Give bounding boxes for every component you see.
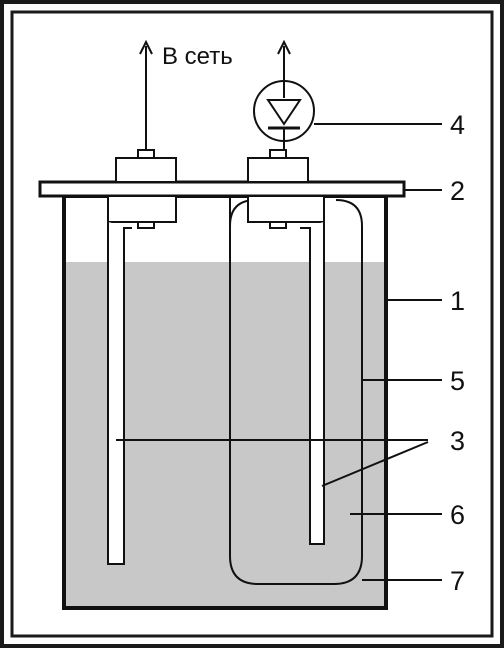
label-4: 4 bbox=[450, 110, 465, 140]
right-electrode-3 bbox=[300, 222, 325, 545]
label-2: 2 bbox=[450, 176, 465, 206]
left-plug-nub bbox=[137, 221, 155, 229]
lid-2 bbox=[38, 180, 406, 198]
membrane-5 bbox=[229, 196, 363, 585]
label-5: 5 bbox=[450, 366, 465, 396]
label-1: 1 bbox=[450, 286, 465, 316]
left-plug bbox=[115, 157, 177, 183]
right-plug-nub bbox=[269, 221, 287, 229]
right-plug-under bbox=[247, 195, 325, 223]
right-arrow-up-icon bbox=[277, 39, 291, 55]
label-6: 6 bbox=[450, 500, 465, 530]
left-electrode-3 bbox=[107, 222, 132, 565]
leader-3b bbox=[321, 441, 429, 487]
right-plug bbox=[247, 157, 309, 183]
label-7: 7 bbox=[450, 566, 465, 596]
right-plug-pin bbox=[269, 149, 287, 159]
left-plug-under bbox=[107, 195, 177, 223]
left-arrow-up-icon bbox=[139, 39, 153, 55]
network-caption: В сеть bbox=[162, 43, 233, 70]
diode-icon bbox=[253, 80, 315, 142]
left-plug-pin bbox=[137, 149, 155, 159]
label-3: 3 bbox=[450, 426, 465, 456]
inner-frame bbox=[10, 10, 494, 638]
